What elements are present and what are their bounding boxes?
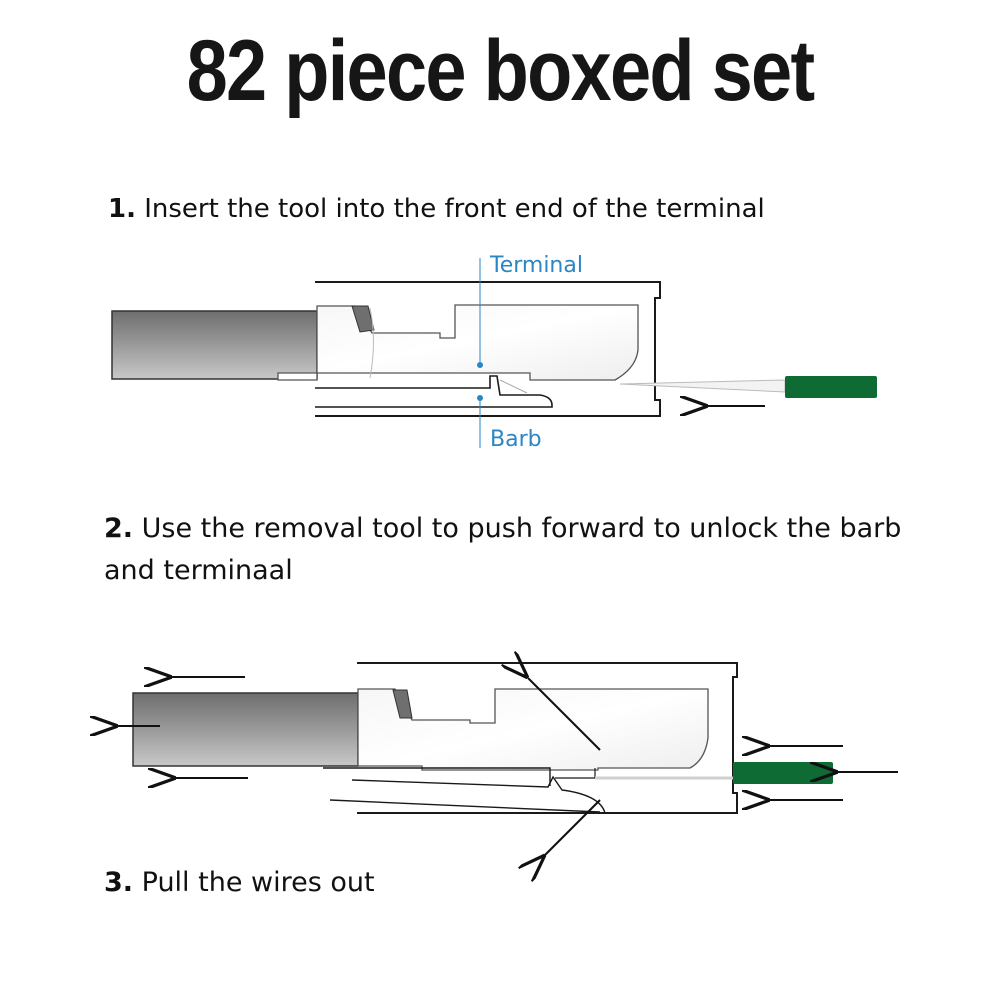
step-2: 2. Use the removal tool to push forward …: [104, 508, 924, 592]
step-1: 1. Insert the tool into the front end of…: [108, 188, 765, 230]
arrow-diagonal-down-icon: [545, 799, 601, 855]
page-title: 82 piece boxed set: [186, 23, 815, 119]
step-number: 1.: [108, 194, 136, 224]
terminal-body: [277, 304, 639, 381]
barb-label: Barb: [490, 427, 542, 452]
diagram-step-1: Terminal Barb: [111, 253, 877, 452]
diagram-step-2: [118, 663, 898, 855]
removal-tool-handle: [785, 376, 877, 398]
step-text: Pull the wires out: [141, 867, 375, 898]
terminal-body: [357, 688, 709, 771]
connector-housing: [315, 281, 661, 417]
arrow-diagonal-up-icon: [528, 678, 601, 751]
wire-icon: [111, 310, 318, 380]
step-number: 3.: [104, 867, 134, 898]
step-3: 3. Pull the wires out: [104, 862, 375, 904]
step-number: 2.: [104, 513, 134, 544]
step-text: Insert the tool into the front end of th…: [144, 194, 765, 224]
barb: [351, 775, 606, 814]
removal-tool-pin: [619, 379, 786, 393]
barb: [315, 375, 553, 408]
wire-icon: [132, 692, 359, 767]
removal-tool-handle: [733, 762, 833, 784]
terminal-label: Terminal: [489, 253, 583, 278]
connector-housing: [357, 662, 738, 814]
step-text: Use the removal tool to push forward to …: [104, 513, 902, 586]
